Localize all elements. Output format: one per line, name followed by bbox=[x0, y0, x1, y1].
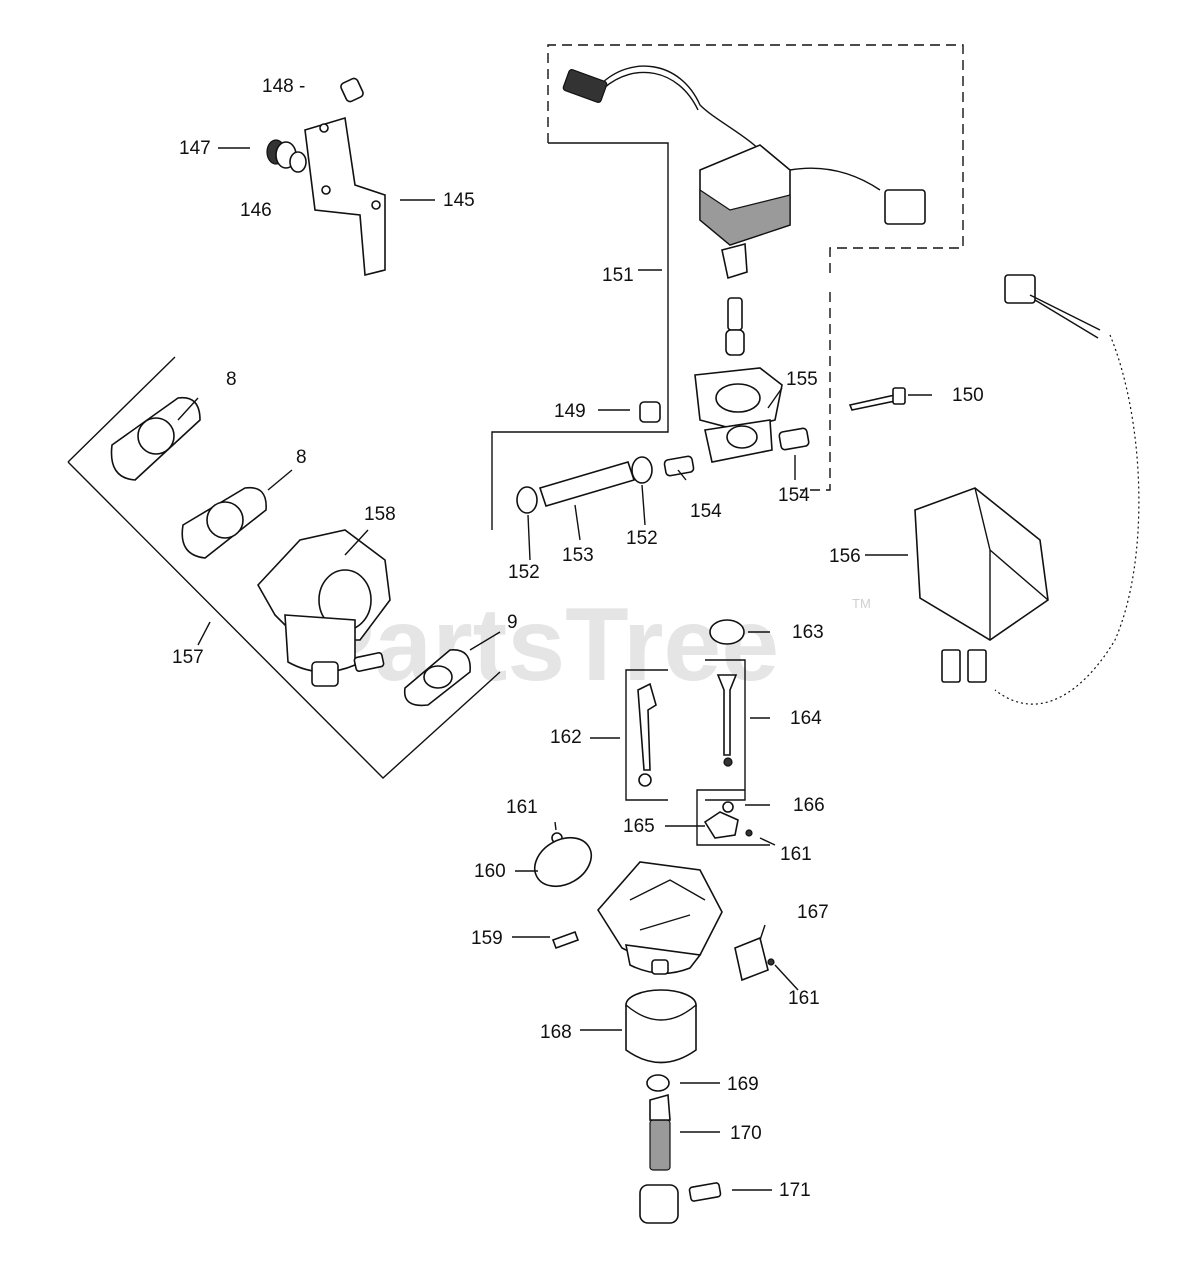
screw-161c-icon bbox=[767, 958, 775, 966]
cap-163-icon bbox=[709, 619, 745, 645]
group-157-bracket bbox=[67, 356, 501, 779]
wire-harness-156 bbox=[994, 334, 1140, 705]
label-152a: 152 bbox=[508, 562, 540, 583]
label-164: 164 bbox=[790, 708, 822, 729]
leader-lines bbox=[177, 147, 932, 1191]
label-161a: 161 bbox=[506, 797, 538, 818]
gasket-8a-icon bbox=[110, 396, 201, 481]
label-147: 147 bbox=[179, 138, 211, 159]
label-149: 149 bbox=[554, 401, 586, 422]
needle-164-icon bbox=[716, 674, 738, 767]
float-bowl-168-icon bbox=[625, 989, 697, 1064]
float-165-icon bbox=[703, 811, 739, 839]
label-153: 153 bbox=[562, 545, 594, 566]
label-8a: 8 bbox=[226, 369, 237, 390]
bracket-145-icon bbox=[304, 116, 386, 277]
label-161b: 161 bbox=[780, 844, 812, 865]
bolt-150-icon bbox=[848, 387, 906, 411]
label-145: 145 bbox=[443, 190, 475, 211]
label-154b: 154 bbox=[778, 485, 810, 506]
diaphragm-160-icon bbox=[533, 836, 593, 888]
group-165-bracket bbox=[696, 789, 770, 846]
label-9: 9 bbox=[507, 612, 518, 633]
label-171: 171 bbox=[779, 1180, 811, 1201]
gasket-9-icon bbox=[403, 649, 471, 707]
fitting-154a-icon bbox=[663, 455, 695, 477]
label-162: 162 bbox=[550, 727, 582, 748]
label-157: 157 bbox=[172, 647, 204, 668]
label-8b: 8 bbox=[296, 447, 307, 468]
label-168: 168 bbox=[540, 1022, 572, 1043]
clamp-152a-icon bbox=[516, 486, 538, 514]
nut-171-icon bbox=[639, 1182, 722, 1224]
label-169: 169 bbox=[727, 1074, 759, 1095]
label-155: 155 bbox=[786, 369, 818, 390]
group-164-bracket bbox=[705, 659, 746, 801]
label-148: 148 - bbox=[262, 76, 305, 97]
label-161c: 161 bbox=[788, 988, 820, 1009]
label-163: 163 bbox=[792, 622, 824, 643]
screw-166-icon bbox=[722, 801, 734, 813]
group-151-bracket bbox=[491, 142, 669, 530]
label-152b: 152 bbox=[626, 528, 658, 549]
label-165: 165 bbox=[623, 816, 655, 837]
label-146: 146 bbox=[240, 200, 272, 221]
screw-148-icon bbox=[340, 77, 364, 103]
needle-162-icon bbox=[637, 682, 657, 787]
label-159: 159 bbox=[471, 928, 503, 949]
label-154a: 154 bbox=[690, 501, 722, 522]
carburetor-158-icon bbox=[257, 529, 391, 687]
label-170: 170 bbox=[730, 1123, 762, 1144]
fuel-line-153-icon bbox=[538, 461, 636, 507]
washer-169-icon bbox=[646, 1074, 670, 1092]
label-150: 150 bbox=[952, 385, 984, 406]
screw-159-icon bbox=[551, 930, 580, 950]
bracket-167-icon bbox=[734, 936, 769, 982]
group-162-bracket bbox=[625, 669, 668, 801]
label-158: 158 bbox=[364, 504, 396, 525]
label-151: 151 bbox=[602, 265, 634, 286]
label-156: 156 bbox=[829, 546, 861, 567]
label-160: 160 bbox=[474, 861, 506, 882]
fitting-154b-icon bbox=[778, 427, 810, 451]
fuel-solenoid-151-icon bbox=[562, 65, 926, 356]
washer-146-icon bbox=[289, 151, 307, 173]
label-167: 167 bbox=[797, 902, 829, 923]
adaptor-155-icon bbox=[694, 367, 783, 463]
sleeve-149-icon bbox=[639, 401, 661, 423]
carburetor-body-icon bbox=[597, 861, 723, 975]
fuel-solenoid-group-outline bbox=[547, 44, 964, 491]
clamp-152b-icon bbox=[631, 456, 653, 484]
watermark-tm: TM bbox=[852, 596, 871, 611]
stud-170-icon bbox=[649, 1093, 671, 1171]
gasket-8b-icon bbox=[181, 486, 267, 559]
label-166: 166 bbox=[793, 795, 825, 816]
screw-161b-icon bbox=[745, 829, 753, 837]
control-module-156-icon bbox=[914, 274, 1101, 683]
